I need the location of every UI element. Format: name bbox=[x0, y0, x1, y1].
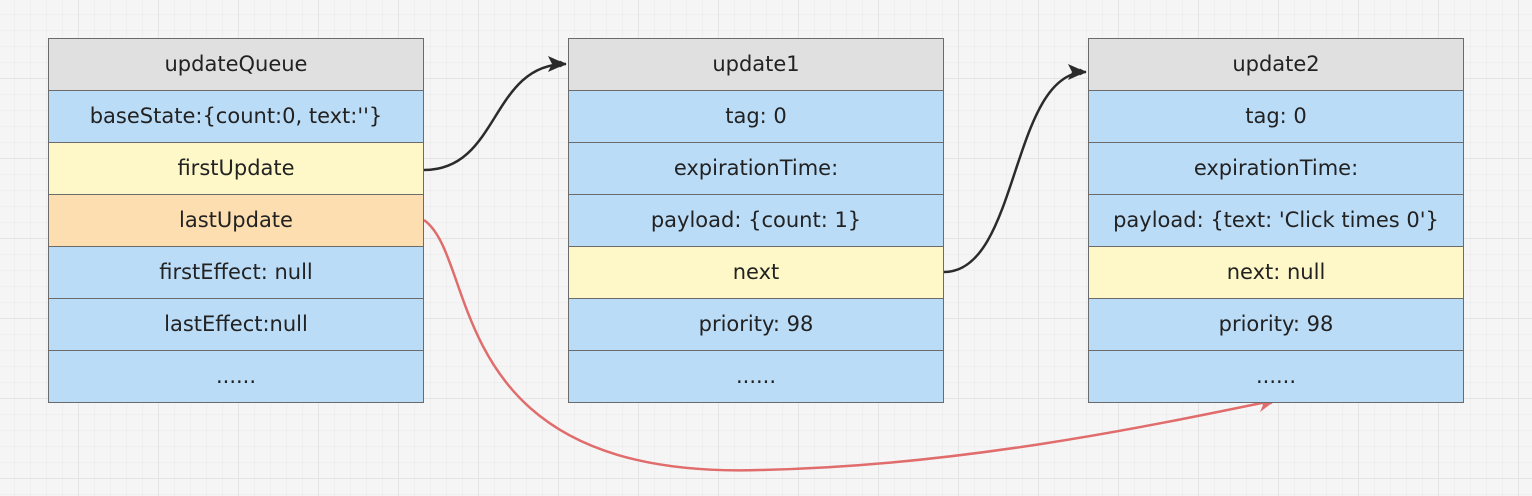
field-firstupdate: firstUpdate bbox=[49, 142, 423, 194]
field-ellipsis: ...... bbox=[49, 350, 423, 402]
field-firsteffect: firstEffect: null bbox=[49, 246, 423, 298]
node-title: updateQueue bbox=[49, 39, 423, 90]
field-expirationtime: expirationTime: bbox=[1089, 142, 1463, 194]
field-ellipsis: ...... bbox=[1089, 350, 1463, 402]
field-tag: tag: 0 bbox=[569, 90, 943, 142]
edge-firstUpdate-to-update1 bbox=[423, 60, 567, 172]
node-update1: update1 tag: 0 expirationTime: payload: … bbox=[568, 38, 944, 403]
field-expirationtime: expirationTime: bbox=[569, 142, 943, 194]
edge-next-to-update2 bbox=[943, 68, 1087, 274]
field-lastupdate: lastUpdate bbox=[49, 194, 423, 246]
field-tag: tag: 0 bbox=[1089, 90, 1463, 142]
field-priority: priority: 98 bbox=[569, 298, 943, 350]
field-lasteffect: lastEffect:null bbox=[49, 298, 423, 350]
field-next: next bbox=[569, 246, 943, 298]
arrowhead-update1 bbox=[548, 56, 566, 72]
node-title: update2 bbox=[1089, 39, 1463, 90]
node-title: update1 bbox=[569, 39, 943, 90]
field-ellipsis: ...... bbox=[569, 350, 943, 402]
arrowhead-update2 bbox=[1068, 64, 1086, 80]
field-next: next: null bbox=[1089, 246, 1463, 298]
field-payload: payload: {text: 'Click times 0'} bbox=[1089, 194, 1463, 246]
field-payload: payload: {count: 1} bbox=[569, 194, 943, 246]
field-priority: priority: 98 bbox=[1089, 298, 1463, 350]
node-updatequeue: updateQueue baseState:{count:0, text:''}… bbox=[48, 38, 424, 403]
node-update2: update2 tag: 0 expirationTime: payload: … bbox=[1088, 38, 1464, 403]
field-basestate: baseState:{count:0, text:''} bbox=[49, 90, 423, 142]
